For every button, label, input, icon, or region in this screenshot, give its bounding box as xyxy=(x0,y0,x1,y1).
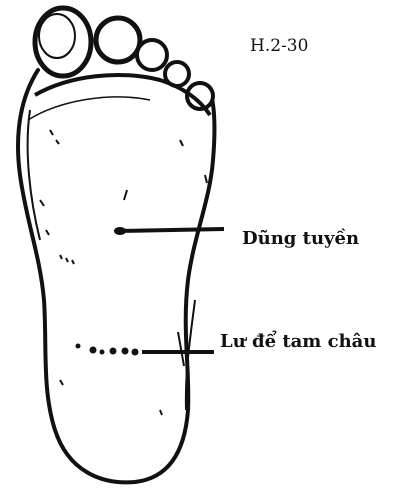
dung-tuyen-marker xyxy=(114,227,224,235)
third-toe xyxy=(137,40,167,70)
second-toe xyxy=(96,18,140,62)
figure-number: H.2-30 xyxy=(250,38,308,55)
label-lu-de-tam-chau: Lư để tam châu xyxy=(220,333,376,351)
foot-outline xyxy=(18,70,214,482)
lu-de-tam-chau-marker xyxy=(76,332,215,366)
big-toe xyxy=(35,8,91,76)
texture-marks xyxy=(40,130,207,415)
label-dung-tuyen: Dũng tuyền xyxy=(242,230,359,248)
